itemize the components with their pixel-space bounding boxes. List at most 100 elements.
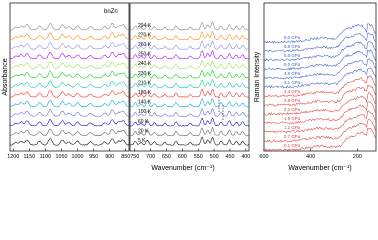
series-label: 6.0 GPa bbox=[284, 35, 301, 40]
series-label: 260 K bbox=[138, 42, 152, 48]
series-line bbox=[9, 51, 130, 60]
ir-right-series-labels: 5 K 20 K 60 K 100 K 140 K 180 K 210 K 230 K 240 … bbox=[138, 23, 152, 144]
series-line bbox=[129, 21, 250, 31]
series-line bbox=[263, 110, 377, 134]
series-label: 5.8 GPa bbox=[284, 44, 301, 49]
series-line bbox=[263, 49, 377, 71]
series-line bbox=[129, 88, 250, 98]
series-line bbox=[263, 41, 377, 62]
series-line bbox=[9, 70, 130, 79]
series-label: 240 K bbox=[138, 61, 152, 67]
series-line bbox=[9, 22, 130, 31]
tick-label: 650 bbox=[162, 154, 171, 160]
tick-label: 1100 bbox=[40, 154, 52, 160]
series-line bbox=[129, 136, 250, 146]
series-label: 270 K bbox=[138, 32, 152, 38]
series-line bbox=[9, 138, 130, 146]
series-line bbox=[9, 99, 130, 108]
series-line bbox=[129, 50, 250, 60]
series-label: 5.0 GPa bbox=[284, 62, 301, 67]
ir-right-ticks: 750 700 650 600 550 500 450 400 bbox=[130, 148, 250, 160]
tick-label: 200 bbox=[353, 154, 362, 160]
series-line bbox=[129, 117, 250, 127]
series-line bbox=[9, 109, 130, 117]
series-label: 3.4 GPa bbox=[284, 89, 301, 94]
series-line bbox=[9, 42, 130, 50]
tick-label: 750 bbox=[130, 154, 139, 160]
series-label: 180 K bbox=[138, 90, 152, 96]
tick-label: 1200 bbox=[7, 154, 19, 160]
ir-left-ylabel: Absorbance bbox=[2, 58, 9, 95]
tick-label: 900 bbox=[105, 154, 114, 160]
series-line bbox=[9, 61, 130, 69]
ir-xlabel: Wavenumber (cm⁻¹) bbox=[151, 165, 214, 172]
series-line bbox=[263, 101, 377, 124]
series-label: 0.1 GPa bbox=[284, 143, 301, 148]
tick-label: 600 bbox=[178, 154, 187, 160]
figure: Absorbance Wavenumber (cm⁻¹) Raman Inten… bbox=[2, 2, 377, 172]
tick-label: 450 bbox=[225, 154, 234, 160]
series-line bbox=[9, 80, 130, 89]
series-line bbox=[129, 69, 250, 79]
tick-label: 400 bbox=[241, 154, 250, 160]
series-label: 4.1 GPa bbox=[284, 80, 301, 85]
series-line bbox=[263, 127, 377, 152]
tick-label: 500 bbox=[210, 154, 219, 160]
series-label: 140 K bbox=[138, 100, 152, 106]
series-line bbox=[263, 32, 377, 53]
raman-frame bbox=[263, 2, 377, 152]
sample-label: bnZn bbox=[104, 9, 118, 15]
tick-label: 950 bbox=[89, 154, 98, 160]
series-line bbox=[9, 90, 130, 98]
tick-label: 1150 bbox=[24, 154, 36, 160]
series-line bbox=[129, 78, 250, 89]
tick-label: 600 bbox=[260, 154, 269, 160]
tick-label: 550 bbox=[194, 154, 203, 160]
tick-label: 850 bbox=[121, 154, 130, 160]
series-label: 5.6 GPa bbox=[284, 53, 301, 58]
series-label: 100 K bbox=[138, 109, 152, 115]
series-line bbox=[129, 60, 250, 69]
series-line bbox=[263, 67, 377, 89]
raman-series bbox=[263, 23, 377, 152]
series-label: 5 K bbox=[138, 138, 146, 144]
ir-left-frame bbox=[9, 2, 130, 152]
series-label: 4.5 GPa bbox=[284, 71, 301, 76]
series-line bbox=[263, 92, 377, 116]
series-line bbox=[9, 128, 130, 136]
raman-ylabel: Raman Intensity bbox=[254, 51, 261, 102]
series-label: 2.2 GPa bbox=[284, 107, 301, 112]
ir-right-frame bbox=[129, 2, 250, 152]
ir-left-series bbox=[9, 22, 130, 146]
series-label: 0.7 GPa bbox=[284, 134, 301, 139]
series-line bbox=[9, 118, 130, 127]
tick-label: 700 bbox=[146, 154, 155, 160]
series-label: 60 K bbox=[138, 119, 149, 125]
raman-series-labels: 0.1 GPa 0.7 GPa 1.2 GPa 1.9 GPa 2.2 GPa 2.8 G… bbox=[284, 35, 301, 148]
series-line bbox=[263, 23, 377, 44]
series-line bbox=[263, 75, 377, 98]
series-line bbox=[263, 84, 377, 107]
series-line bbox=[129, 126, 250, 137]
series-line bbox=[129, 30, 250, 41]
series-label: 210 K bbox=[138, 80, 152, 86]
series-line bbox=[263, 58, 377, 80]
tick-label: 1000 bbox=[72, 154, 84, 160]
tick-label: 1050 bbox=[55, 154, 67, 160]
series-line bbox=[9, 32, 130, 41]
tick-label: 400 bbox=[306, 154, 315, 160]
raman-xlabel: Wavenumber (cm⁻¹) bbox=[288, 165, 351, 172]
ir-right-series bbox=[129, 21, 250, 146]
series-label: 2.8 GPa bbox=[284, 98, 301, 103]
series-line bbox=[129, 40, 250, 50]
series-label: 250 K bbox=[138, 52, 152, 58]
series-line bbox=[129, 107, 250, 117]
series-label: 1.9 GPa bbox=[284, 116, 301, 121]
series-label: 294 K bbox=[138, 23, 152, 29]
series-label: 20 K bbox=[138, 128, 149, 134]
series-line bbox=[263, 119, 377, 143]
series-label: 230 K bbox=[138, 71, 152, 77]
series-label: 1.2 GPa bbox=[284, 125, 301, 130]
series-line bbox=[129, 98, 250, 108]
